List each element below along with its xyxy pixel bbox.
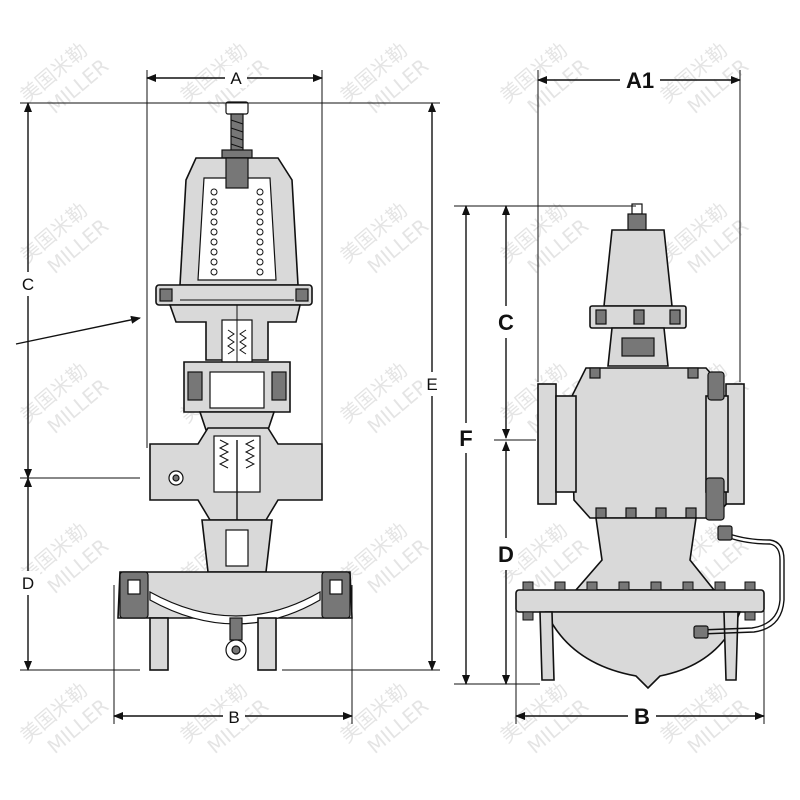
spring-coil — [210, 218, 218, 226]
flange-bolt-head — [554, 581, 566, 591]
spring-coil — [256, 218, 264, 226]
spring-coil — [210, 248, 218, 256]
left-valve-drawing — [15, 101, 353, 671]
flange-bolt-nut — [522, 611, 534, 621]
dim-label-f: F — [459, 426, 472, 451]
left-dimensions: A C D E B — [18, 66, 444, 728]
spring-coils — [210, 188, 264, 276]
dim-label-e: E — [426, 375, 437, 394]
right-valve-drawing — [515, 203, 785, 690]
dim-label-d-right: D — [498, 542, 514, 567]
spring-coil — [210, 268, 218, 276]
spring-coil — [256, 258, 264, 266]
spring-coil — [210, 258, 218, 266]
spring-coil — [210, 208, 218, 216]
right-dimensions: A1 F C D B — [454, 66, 765, 730]
flange-bolt-head — [650, 581, 662, 591]
dim-label-a1: A1 — [626, 68, 654, 93]
spring-coil — [210, 228, 218, 236]
spring-coil — [256, 188, 264, 196]
flange-bolt-nut — [744, 611, 756, 621]
dim-label-d: D — [22, 574, 34, 593]
flange-bolt-head — [714, 581, 726, 591]
spring-coil — [256, 228, 264, 236]
flange-bolt-head — [618, 581, 630, 591]
spring-coil — [256, 238, 264, 246]
spring-coil — [256, 268, 264, 276]
flange-bolt-head — [522, 581, 534, 591]
spring-coil — [256, 198, 264, 206]
dim-label-c: C — [22, 275, 34, 294]
dim-label-b-right: B — [634, 704, 650, 729]
spring-coil — [210, 188, 218, 196]
spring-coil — [210, 198, 218, 206]
flange-bolt-head — [682, 581, 694, 591]
spring-coil — [210, 238, 218, 246]
dim-label-c-right: C — [498, 310, 514, 335]
flange-bolt-head — [744, 581, 756, 591]
flange-bolt-head — [586, 581, 598, 591]
dim-label-b: B — [228, 708, 239, 727]
spring-coil — [256, 248, 264, 256]
spring-coil — [256, 208, 264, 216]
dim-label-a: A — [230, 69, 242, 88]
